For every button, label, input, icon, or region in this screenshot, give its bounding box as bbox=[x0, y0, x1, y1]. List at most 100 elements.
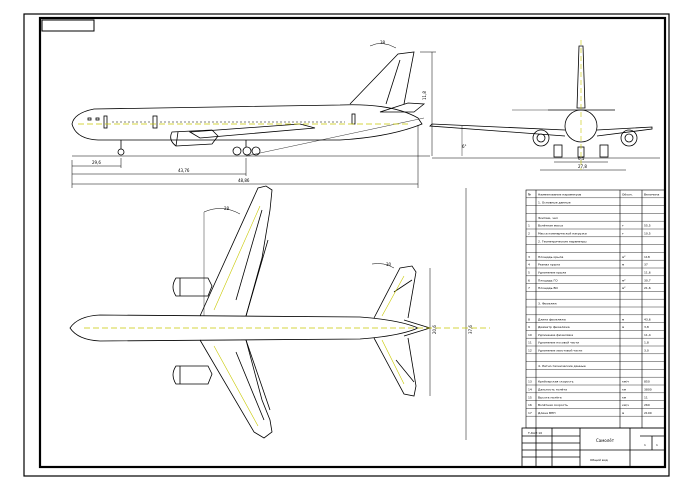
title-block-sheets: 1 bbox=[656, 443, 658, 447]
table-cell: 4. Летно-технические данные bbox=[538, 364, 586, 368]
table-cell: 3,0 bbox=[644, 349, 649, 353]
corner-stamp-box bbox=[41, 19, 95, 32]
dim-span-total: 37,6 bbox=[468, 325, 473, 334]
table-cell: м bbox=[622, 263, 624, 267]
table-cell: 37 bbox=[644, 263, 648, 267]
table-cell: 850 bbox=[644, 380, 650, 384]
table-cell: Удлинение фюзеляжа bbox=[538, 333, 573, 337]
table-cell: м bbox=[622, 411, 624, 415]
side-horizontal-tail bbox=[379, 102, 426, 113]
top-engine-upper bbox=[172, 277, 213, 297]
top-wing-lower bbox=[199, 339, 273, 439]
front-vertical-tail bbox=[576, 45, 586, 109]
table-cell: 17 bbox=[528, 411, 532, 415]
front-view bbox=[429, 45, 660, 171]
dim-width-front: 27,8 bbox=[578, 164, 587, 169]
table-cell: Площадь ГО bbox=[538, 278, 558, 282]
table-cell: Диаметр фюзеляжа bbox=[538, 325, 570, 329]
table-cell: м² bbox=[622, 286, 626, 290]
sheet-outer-border bbox=[23, 13, 670, 477]
table-cell: 11 bbox=[644, 395, 648, 399]
table-cell: Удлинение хвостовой части bbox=[538, 349, 582, 353]
table-cell: 3 bbox=[528, 255, 530, 259]
table-cell: 11 bbox=[528, 341, 532, 345]
table-cell: 14 bbox=[528, 388, 532, 392]
side-fuselage bbox=[71, 104, 423, 141]
table-cell: 3,8 bbox=[644, 325, 649, 329]
table-cell: Размах крыла bbox=[538, 263, 560, 267]
table-cell: 5 bbox=[528, 271, 530, 275]
top-engine-lower bbox=[172, 365, 213, 385]
title-block-sheet: 1 bbox=[644, 443, 646, 447]
table-cell: 1,8 bbox=[644, 341, 649, 345]
table-cell: 43,6 bbox=[644, 317, 651, 321]
table-cell: Удлинение крыла bbox=[538, 271, 566, 275]
table-cell: 7 bbox=[528, 286, 530, 290]
table-header-cell: № bbox=[528, 193, 531, 197]
table-cell: Взлётная масса bbox=[538, 224, 563, 228]
table-cell: Дальность полёта bbox=[538, 388, 567, 392]
table-cell: 2100 bbox=[644, 411, 652, 415]
side-engine bbox=[170, 129, 219, 147]
table-header-cell: Наименование параметров bbox=[538, 193, 581, 197]
side-nose-gear bbox=[117, 148, 125, 156]
table-cell: 9 bbox=[528, 325, 530, 329]
dim-htail-angle: 30 bbox=[386, 262, 392, 267]
table-cell: 11,6 bbox=[644, 271, 651, 275]
table-cell: м bbox=[622, 325, 624, 329]
table-cell: Масса коммерческой нагрузки bbox=[538, 232, 587, 236]
table-cell: 8 bbox=[528, 317, 530, 321]
table-cell: 10,5 bbox=[644, 232, 651, 236]
side-vertical-tail bbox=[349, 51, 415, 105]
front-fuselage bbox=[564, 109, 598, 143]
side-main-gear-3 bbox=[251, 146, 261, 156]
table-cell: 6 bbox=[528, 278, 530, 282]
top-htail-upper bbox=[373, 265, 417, 319]
table-cell: Площадь крыла bbox=[538, 255, 563, 259]
table-cell: 3800 bbox=[644, 388, 652, 392]
front-wing-right bbox=[596, 126, 653, 137]
table-cell: м bbox=[622, 317, 624, 321]
table-cell: т bbox=[622, 224, 624, 228]
table-cell: Площадь ВО bbox=[538, 286, 559, 290]
side-dimensions bbox=[71, 43, 436, 188]
table-cell: 15 bbox=[528, 395, 532, 399]
table-cell: 30,7 bbox=[644, 278, 651, 282]
table-cell: 13 bbox=[528, 380, 532, 384]
table-cell: 4 bbox=[528, 263, 530, 267]
table-cell: т bbox=[622, 232, 624, 236]
table-note: Т-КАП 10 bbox=[527, 431, 542, 435]
table-cell: 55,5 bbox=[644, 224, 651, 228]
table-cell: 1 bbox=[528, 224, 530, 228]
top-view bbox=[69, 185, 467, 440]
table-cell: Крейсерская скорость bbox=[538, 380, 574, 384]
table-cell: 11,4 bbox=[644, 333, 651, 337]
dim-height: 11,8 bbox=[422, 91, 427, 100]
table-cell: км/ч bbox=[622, 403, 629, 407]
side-view bbox=[71, 51, 430, 157]
side-main-gear-2 bbox=[242, 146, 252, 156]
table-cell: 2. Геометрические параметры bbox=[538, 239, 587, 243]
table-cell: 16 bbox=[528, 403, 532, 407]
front-engine-left bbox=[532, 129, 550, 147]
dim-side-len1: 29,6 bbox=[92, 160, 101, 165]
table-cell: км bbox=[622, 388, 626, 392]
table-cell: 3. Фюзеляж bbox=[538, 302, 557, 306]
front-engine-right bbox=[620, 129, 638, 147]
table-cell: км bbox=[622, 395, 626, 399]
front-wing-left bbox=[429, 123, 566, 137]
title-block-doc-title: Самолёт bbox=[596, 438, 615, 443]
table-cell: Взлётная скорость bbox=[538, 403, 568, 407]
table-cell: 2 bbox=[528, 232, 530, 236]
dim-span-right: 20,6 bbox=[432, 325, 437, 334]
table-cell: м² bbox=[622, 255, 626, 259]
table-cell: Высота полёта bbox=[538, 395, 562, 399]
table-cell: 1. Основные данные bbox=[538, 200, 571, 204]
dim-track: 6,5 bbox=[578, 156, 585, 161]
table-cell: 118 bbox=[644, 255, 650, 259]
table-header-cell: Величина bbox=[644, 193, 659, 197]
side-main-gear-1 bbox=[232, 146, 242, 156]
dim-side-len3: 48,86 bbox=[238, 178, 250, 183]
dim-side-len2: 43,76 bbox=[178, 168, 190, 173]
